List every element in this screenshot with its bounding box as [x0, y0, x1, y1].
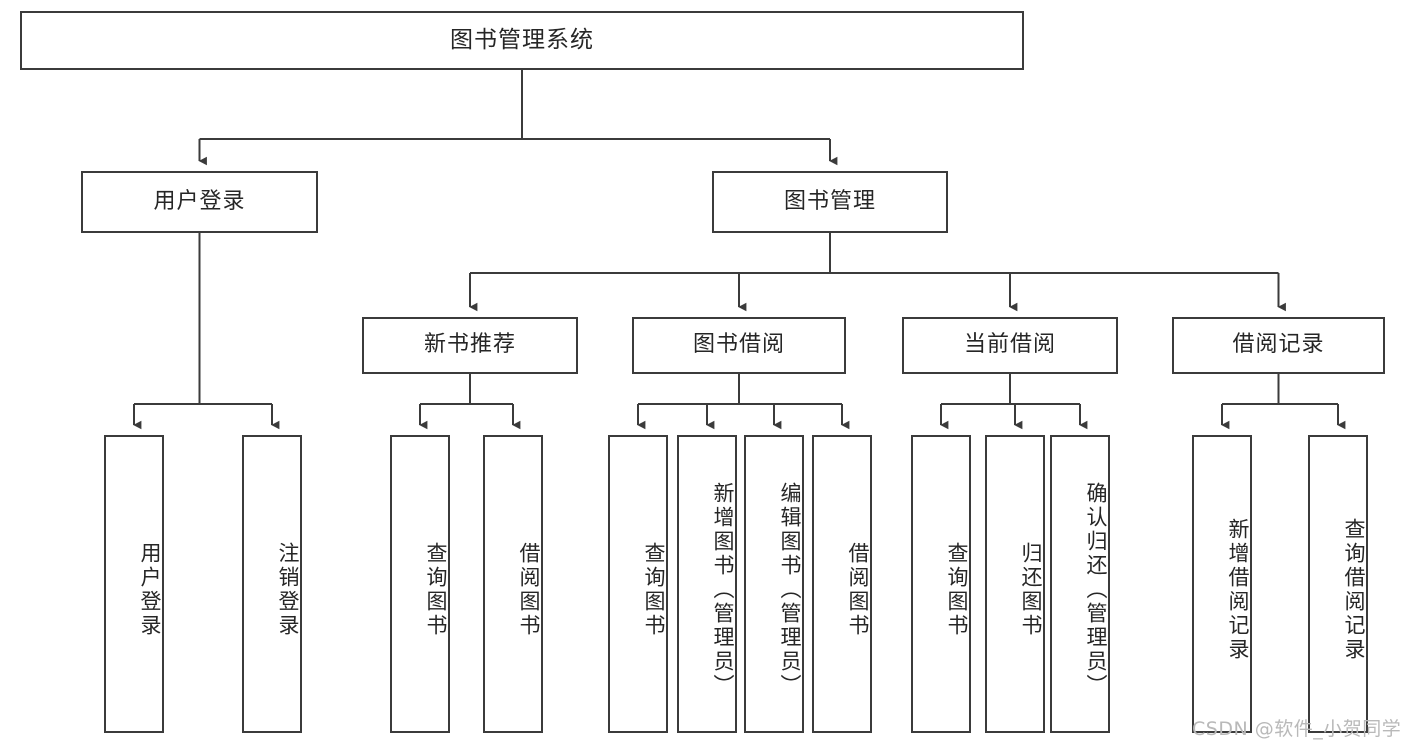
node-user-login[interactable]: 用户登录	[81, 171, 318, 233]
node-leaf-user-logout[interactable]: 注销登录	[242, 435, 302, 733]
leaf-label: 用户登录	[138, 542, 162, 638]
node-leaf-borrow-book[interactable]: 借阅图书	[812, 435, 872, 733]
node-book-borrow[interactable]: 图书借阅	[632, 317, 846, 374]
node-borrow-record[interactable]: 借阅记录	[1172, 317, 1385, 374]
leaf-label: 新增图书（管理员）	[711, 482, 735, 698]
node-leaf-borrow-book-recommend[interactable]: 借阅图书	[483, 435, 543, 733]
leaf-label: 查询图书	[642, 542, 666, 638]
csdn-watermark: CSDN @软件_小贺同学	[1192, 718, 1402, 740]
node-current-borrow[interactable]: 当前借阅	[902, 317, 1118, 374]
node-leaf-confirm-return-admin[interactable]: 确认归还（管理员）	[1050, 435, 1110, 733]
leaf-label: 查询图书	[945, 542, 969, 638]
node-new-book-recommend[interactable]: 新书推荐	[362, 317, 578, 374]
node-leaf-return-book[interactable]: 归还图书	[985, 435, 1045, 733]
node-leaf-edit-book-admin[interactable]: 编辑图书（管理员）	[744, 435, 804, 733]
leaf-label: 查询借阅记录	[1342, 518, 1366, 662]
node-book-management[interactable]: 图书管理	[712, 171, 948, 233]
node-leaf-query-book-borrow[interactable]: 查询图书	[608, 435, 668, 733]
node-leaf-query-borrow-record[interactable]: 查询借阅记录	[1308, 435, 1368, 733]
leaf-label: 编辑图书（管理员）	[778, 482, 802, 698]
leaf-label: 归还图书	[1019, 542, 1043, 638]
node-root-system[interactable]: 图书管理系统	[20, 11, 1024, 70]
node-leaf-query-book-recommend[interactable]: 查询图书	[390, 435, 450, 733]
leaf-label: 注销登录	[276, 542, 300, 638]
leaf-label: 借阅图书	[846, 542, 870, 638]
node-leaf-add-book-admin[interactable]: 新增图书（管理员）	[677, 435, 737, 733]
leaf-label: 借阅图书	[517, 542, 541, 638]
leaf-label: 确认归还（管理员）	[1084, 482, 1108, 698]
node-leaf-add-borrow-record[interactable]: 新增借阅记录	[1192, 435, 1252, 733]
node-leaf-user-login[interactable]: 用户登录	[104, 435, 164, 733]
leaf-label: 查询图书	[424, 542, 448, 638]
node-leaf-query-book-current[interactable]: 查询图书	[911, 435, 971, 733]
leaf-label: 新增借阅记录	[1226, 518, 1250, 662]
